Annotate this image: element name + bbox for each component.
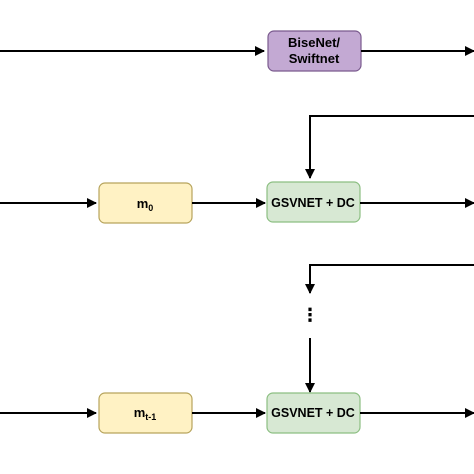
gsvnet-dc-node-top: GSVNET + DC bbox=[266, 181, 361, 223]
bisenet-swiftnet-node: BiseNet/ Swiftnet bbox=[267, 30, 362, 72]
bisenet-label-line1: BiseNet/ bbox=[288, 35, 340, 50]
feedback-arrow-top bbox=[305, 115, 474, 179]
mt-1-subscript: t-1 bbox=[145, 412, 156, 422]
ellipsis-vertical: ⋮ bbox=[301, 305, 319, 325]
m0-subscript: 0 bbox=[148, 203, 153, 213]
mt-1-node: mt-1 bbox=[98, 392, 193, 434]
m0-node: m0 bbox=[98, 182, 193, 224]
gsvnet-bottom-label: GSVNET + DC bbox=[271, 406, 355, 420]
svg-text:m0: m0 bbox=[137, 196, 154, 213]
m0-base: m bbox=[137, 196, 149, 211]
svg-text:mt-1: mt-1 bbox=[134, 405, 157, 422]
bisenet-label-line2: Swiftnet bbox=[289, 51, 340, 66]
mt-1-base: m bbox=[134, 405, 146, 420]
feedback-arrow-middle bbox=[305, 264, 474, 294]
gsvnet-top-label: GSVNET + DC bbox=[271, 196, 355, 210]
gsvnet-dc-node-bottom: GSVNET + DC bbox=[266, 392, 361, 434]
